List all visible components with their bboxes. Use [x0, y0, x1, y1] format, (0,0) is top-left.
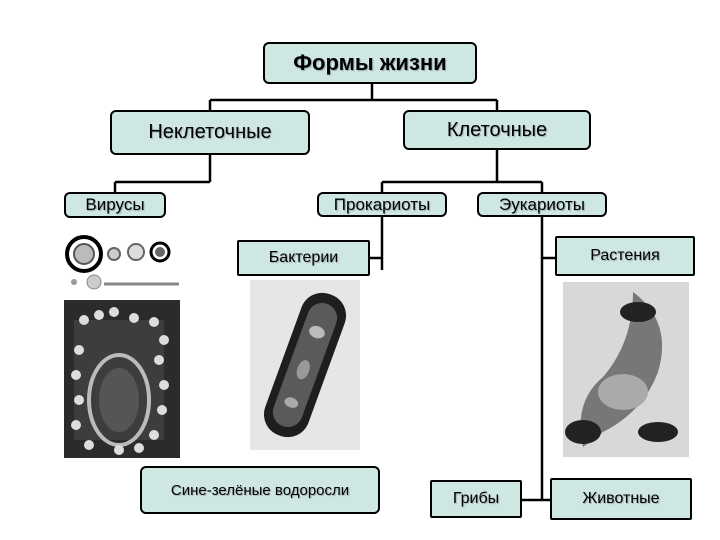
cyanobacteria-box: Сине-зелёные водоросли: [140, 466, 380, 514]
virus-diagrams-image: [65, 235, 179, 290]
prokaryotes-box: Прокариоты: [317, 192, 447, 217]
cellular-box: Клеточные: [403, 110, 591, 150]
noncellular-box: Неклеточные: [110, 110, 310, 155]
viruses-box: Вирусы: [64, 192, 166, 218]
eukaryotes-box: Эукариоты: [477, 192, 607, 217]
virus-micrograph-image: [64, 300, 180, 458]
fungi-box: Грибы: [430, 480, 522, 518]
bacteria-micrograph-image: [250, 280, 360, 450]
plants-box: Растения: [555, 236, 695, 276]
plant-cell-micrograph-image: [563, 282, 689, 457]
animals-box: Животные: [550, 478, 692, 520]
bacteria-box: Бактерии: [237, 240, 370, 276]
root-box: Формы жизни: [263, 42, 477, 84]
